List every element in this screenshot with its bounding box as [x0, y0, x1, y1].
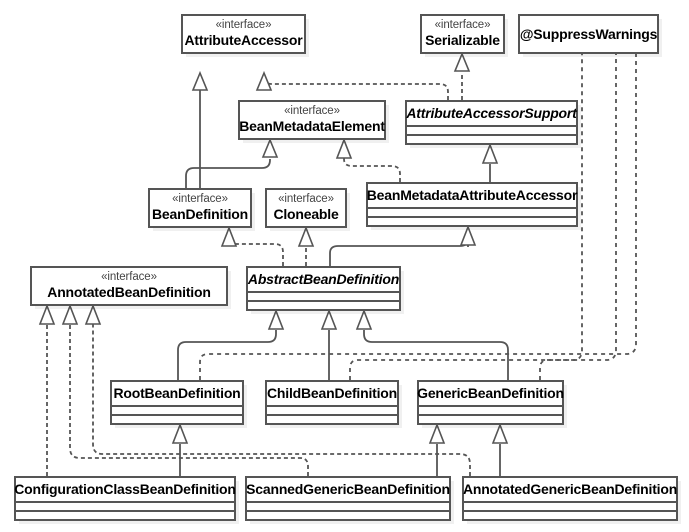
class-name-label: AbstractBeanDefinition: [247, 271, 400, 287]
class-name-label: BeanMetadataElement: [239, 118, 385, 134]
node-title-cell: ScannedGenericBeanDefinition: [246, 478, 450, 501]
attributes-compartment: [267, 405, 397, 414]
operations-compartment: [247, 510, 449, 519]
class-node-annotated-generic-bean-definition[interactable]: AnnotatedGenericBeanDefinition: [462, 476, 678, 521]
class-node-suppress-warnings[interactable]: @SuppressWarnings: [518, 14, 659, 54]
attributes-compartment: [16, 501, 234, 510]
class-node-root-bean-definition[interactable]: RootBeanDefinition: [110, 380, 244, 425]
edge-ccbd-to-abd-iface: [38, 303, 56, 476]
node-title-cell: «interface» AnnotatedBeanDefinition: [32, 268, 226, 304]
class-name-label: BeanDefinition: [152, 206, 248, 222]
class-node-child-bean-definition[interactable]: ChildBeanDefinition: [265, 380, 399, 425]
class-node-attribute-accessor[interactable]: «interface» AttributeAccessor: [181, 14, 306, 54]
class-name-label: ConfigurationClassBeanDefinition: [14, 481, 236, 497]
class-name-label: AnnotatedBeanDefinition: [47, 284, 211, 300]
operations-compartment: [16, 510, 234, 519]
node-title-cell: GenericBeanDefinition: [417, 382, 564, 405]
node-title-cell: AnnotatedGenericBeanDefinition: [462, 478, 678, 501]
class-name-label: @SuppressWarnings: [519, 25, 658, 42]
node-title-cell: ChildBeanDefinition: [267, 382, 397, 405]
edge-abd-to-beandefinition: [220, 225, 284, 266]
class-node-annotated-bean-definition[interactable]: «interface» AnnotatedBeanDefinition: [30, 266, 228, 306]
edge-sgbd-to-generic: [428, 422, 446, 476]
edge-bmaa-to-aas: [481, 142, 499, 182]
class-name-label: Cloneable: [273, 206, 339, 222]
stereotype-label: «interface»: [215, 19, 272, 31]
class-name-label: RootBeanDefinition: [113, 385, 241, 401]
operations-compartment: [368, 216, 576, 225]
operations-compartment: [464, 510, 676, 519]
operations-compartment: [419, 414, 562, 423]
operations-compartment: [248, 300, 399, 309]
class-name-label: AttributeAccessorSupport: [406, 105, 577, 121]
edge-abd-to-cloneable: [297, 225, 315, 266]
class-name-label: ChildBeanDefinition: [267, 385, 397, 401]
class-node-bean-metadata-element[interactable]: «interface» BeanMetadataElement: [238, 100, 386, 140]
node-title-cell: «interface» BeanDefinition: [150, 190, 250, 226]
edge-abd-to-bmaa: [329, 224, 477, 266]
operations-compartment: [112, 414, 242, 423]
node-title-cell: «interface» Cloneable: [267, 190, 345, 226]
node-title-cell: RootBeanDefinition: [112, 382, 242, 405]
class-node-generic-bean-definition[interactable]: GenericBeanDefinition: [417, 380, 564, 425]
class-name-label: ScannedGenericBeanDefinition: [246, 481, 450, 497]
attributes-compartment: [248, 291, 399, 300]
node-title-cell: AttributeAccessorSupport: [406, 102, 577, 125]
class-name-label: AttributeAccessor: [184, 32, 303, 48]
attributes-compartment: [247, 501, 449, 510]
class-node-abstract-bean-definition[interactable]: AbstractBeanDefinition: [246, 266, 401, 311]
operations-compartment: [267, 414, 397, 423]
edge-aas-to-attributeaccessor: [255, 70, 449, 100]
class-node-bean-definition[interactable]: «interface» BeanDefinition: [148, 188, 252, 228]
node-title-cell: «interface» BeanMetadataElement: [239, 102, 385, 138]
attributes-compartment: [368, 207, 576, 216]
attributes-compartment: [419, 405, 562, 414]
class-node-cloneable[interactable]: «interface» Cloneable: [265, 188, 347, 228]
edge-child-to-abstract: [320, 308, 338, 380]
operations-compartment: [407, 134, 576, 143]
attributes-compartment: [407, 125, 576, 134]
class-name-label: Serializable: [425, 32, 500, 48]
class-node-configuration-class-bean-definition[interactable]: ConfigurationClassBeanDefinition: [14, 476, 236, 521]
stereotype-label: «interface»: [434, 19, 491, 31]
stereotype-label: «interface»: [172, 193, 228, 205]
class-name-label: GenericBeanDefinition: [417, 385, 564, 401]
class-node-attribute-accessor-support[interactable]: AttributeAccessorSupport: [405, 100, 578, 145]
class-node-serializable[interactable]: «interface» Serializable: [420, 14, 505, 54]
attributes-compartment: [464, 501, 676, 510]
edge-aas-to-serializable: [453, 51, 471, 100]
attributes-compartment: [112, 405, 242, 414]
stereotype-label: «interface»: [284, 105, 340, 117]
node-title-cell: BeanMetadataAttributeAccessor: [366, 184, 578, 207]
node-title-cell: @SuppressWarnings: [519, 16, 658, 52]
class-node-bean-metadata-attribute-accessor[interactable]: BeanMetadataAttributeAccessor: [366, 182, 578, 227]
edge-bmaa-to-bme: [335, 137, 401, 182]
node-title-cell: «interface» AttributeAccessor: [183, 16, 304, 52]
class-name-label: BeanMetadataAttributeAccessor: [366, 187, 578, 203]
class-name-label: AnnotatedGenericBeanDefinition: [462, 481, 678, 497]
node-title-cell: AbstractBeanDefinition: [248, 268, 399, 291]
edge-agbd-to-generic: [491, 422, 509, 476]
edge-generic-to-abstract: [355, 308, 509, 380]
stereotype-label: «interface»: [101, 271, 157, 283]
node-title-cell: «interface» Serializable: [422, 16, 503, 52]
class-node-scanned-generic-bean-definition[interactable]: ScannedGenericBeanDefinition: [245, 476, 451, 521]
node-title-cell: ConfigurationClassBeanDefinition: [14, 478, 236, 501]
edge-ccbd-to-root: [171, 422, 189, 476]
edge-beandefinition-to-beanmetadataelement: [185, 137, 279, 188]
edge-beandefinition-to-attributeaccessor: [191, 70, 209, 188]
edge-root-to-abstract: [177, 308, 285, 380]
stereotype-label: «interface»: [278, 193, 334, 205]
